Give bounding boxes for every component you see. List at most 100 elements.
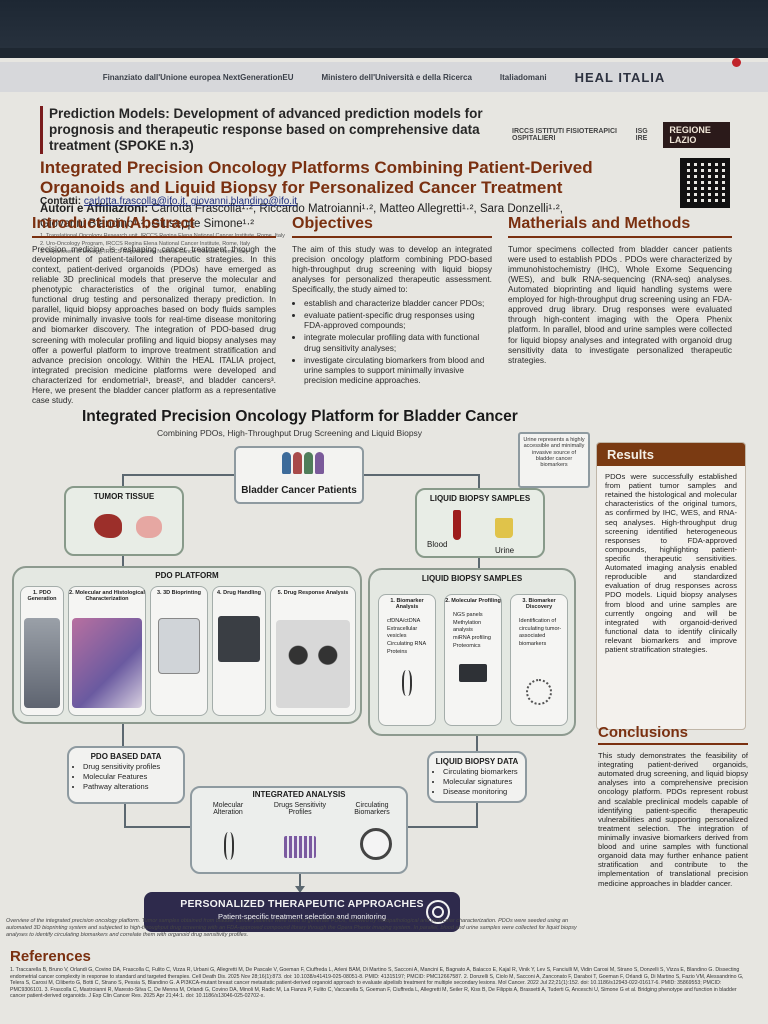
tissue-section-icon [136,516,162,538]
affiliation-2: 2. Uro-Oncology Program, IRCCS Regina El… [40,240,251,247]
heal-italia-logo: HEAL ITALIA [574,69,666,85]
poster-title: Integrated Precision Oncology Platforms … [40,158,593,198]
diagram-subtitle: Combining PDOs, High-Throughput Drug Scr… [157,428,423,438]
ifo-logo: IRCCS ISTITUTI FISIOTERAPICI OSPITALIERI [512,128,618,142]
ministry-logo: Ministero dell'Università e della Ricerc… [321,72,472,82]
histology-images-icon [72,618,142,708]
authors-label: Autori e Affiliazioni: [40,203,149,215]
methods-title: Matherials and Methods [508,214,732,238]
introduction-section: Introduction/Abstract Precision medicine… [32,214,276,405]
contacts-label: Contatti: [40,196,82,207]
connector-line [299,874,301,888]
connector-line [476,736,478,751]
conclusions-section: Conclusions This study demonstrates the … [598,724,748,888]
contacts: Contatti: carlotta.frascolla@ifo.it, gio… [40,196,297,207]
lq-step-items: Identification of circulating tumor-asso… [511,618,567,649]
eu-logo: Finanziato dall'Unione europea NextGener… [102,72,294,82]
objective-item: investigate circulating biomarkers from … [304,355,492,385]
connector-line [364,474,480,476]
patients-label: Bladder Cancer Patients [241,485,357,496]
ceiling-background [0,0,768,48]
results-text: PDOs were successfully established from … [605,472,737,655]
connector-line [122,474,234,476]
pdo-data-list: Drug sensitivity profiles Molecular Feat… [69,762,183,791]
connector-line [122,474,124,486]
figure-caption: Overview of the integrated precision onc… [6,918,577,938]
methods-text: Tumor specimens collected from bladder c… [508,243,732,365]
pdo-based-data-box: PDO BASED DATA Drug sensitivity profiles… [67,746,185,804]
bioprinter-icon [158,618,200,674]
conclusions-title: Conclusions [598,724,748,745]
tumor-tissue-icon [94,514,122,538]
personalized-subtitle: Patient-specific treatment selection and… [217,912,386,921]
connector-line [476,803,478,827]
lq-item: Methylation analysis [453,619,482,634]
references-section: References 1. Traccarella B, Bruno V, Or… [10,948,746,1000]
partner-logos: IRCCS ISTITUTI FISIOTERAPICI OSPITALIERI… [512,122,730,148]
imaging-results-icon [276,620,350,708]
connector-line [408,826,478,828]
personalized-approaches-banner: PERSONALIZED THERAPEUTIC APPROACHES Pati… [144,892,460,932]
lq-step-title: 2. Molecular Profiling [445,598,501,604]
connector-line [478,558,480,568]
blood-label: Blood [427,540,448,549]
logo-strip-top [0,48,768,58]
italia-domani-logo: Italiadomani [499,72,547,82]
connector-line [122,556,124,566]
tumor-tissue-box: TUMOR TISSUE [64,486,184,556]
integrated-col-molecular: Molecular Alteration [212,802,244,816]
liquid-biopsy-samples-box: LIQUID BIOPSY SAMPLES Blood Urine [415,488,545,558]
authors-line-1: Carlotta Frascolla¹·², Riccardo Matroian… [151,203,563,215]
lq-biomarker-discovery: 3. Biomarker Discovery Identification of… [510,594,568,726]
organoid-images-icon [24,618,60,708]
dna-icon [224,832,234,860]
affiliation-3: 3. Department of Urology, IRCCS Regina E… [40,248,249,255]
methods-section: Matherials and Methods Tumor specimens c… [508,214,732,365]
liquid-biopsy-analysis-box: LIQUID BIOPSY SAMPLES 1. Biomarker Analy… [368,568,576,736]
tumor-tissue-label: TUMOR TISSUE [93,492,155,501]
liq-data-item: Circulating biomarkers [443,767,525,777]
results-section: Results PDOs were successfully establish… [596,442,746,730]
pdo-platform-box: PDO PLATFORM 1. PDO Generation 2. Molecu… [12,566,362,724]
dna-icon [402,670,412,697]
urine-cup-icon [495,518,513,538]
blood-tube-icon [453,510,461,540]
lq-step-title: 3. Biomarker Discovery [522,598,556,610]
liquid-biopsy-analysis-label: LIQUID BIOPSY SAMPLES [421,574,523,583]
lq-step-title: 1. Biomarker Analysis [390,598,424,610]
biomarker-cell-icon [360,828,392,860]
contact-emails[interactable]: carlotta.frascolla@ifo.it, giovanni.blan… [83,196,298,207]
objectives-list: establish and characterize bladder cance… [292,298,492,385]
authors-line-2: Giovanni Blandino¹·², Giuseppe Simone¹·² [40,217,255,230]
isg-ire-logo: ISG IRE [635,128,648,142]
lq-item: miRNA profiling [453,635,491,642]
arrow-down-icon [295,886,305,893]
platform-diagram: Integrated Precision Oncology Platform f… [12,406,592,946]
lq-item: Extracellular vesicles [387,625,418,640]
references-text: 1. Traccarella B, Bruno V, Orlandi G, Co… [10,967,744,999]
conclusions-text: This study demonstrates the feasibility … [598,751,748,888]
urine-label: Urine [495,546,515,555]
connector-line [122,724,124,746]
patients-icon [282,452,324,474]
integrated-col-drugs: Drugs Sensitivity Profiles [273,802,327,816]
lq-molecular-profiling: 2. Molecular Profiling NGS panels Methyl… [444,594,502,726]
integrated-analysis-title: INTEGRATED ANALYSIS [252,790,346,799]
lq-step-items: cfDNA/ctDNA Extracellular vesicles Circu… [379,618,435,656]
pdo-data-item: Molecular Features [83,772,183,782]
introduction-title: Introduction/Abstract [32,214,276,238]
introduction-text: Precision medicine is reshaping cancer t… [32,243,276,406]
pdo-data-item: Drug sensitivity profiles [83,762,183,772]
lq-item: Circulating RNA [387,641,427,648]
pushpin-icon [732,58,741,67]
liq-data-list: Circulating biomarkers Molecular signatu… [429,767,525,796]
results-title: Results [597,443,745,466]
lq-item: NGS panels [453,612,483,618]
lq-item: cfDNA/ctDNA [387,618,421,624]
personalized-title: PERSONALIZED THERAPEUTIC APPROACHES [180,898,424,910]
regione-lazio-logo: REGIONE LAZIO [663,122,730,148]
objectives-section: Objectives The aim of this study was to … [292,214,492,387]
liquid-biopsy-data-box: LIQUID BIOPSY DATA Circulating biomarker… [427,751,527,803]
qr-code-icon[interactable] [680,158,730,208]
molecule-icon [526,678,552,705]
